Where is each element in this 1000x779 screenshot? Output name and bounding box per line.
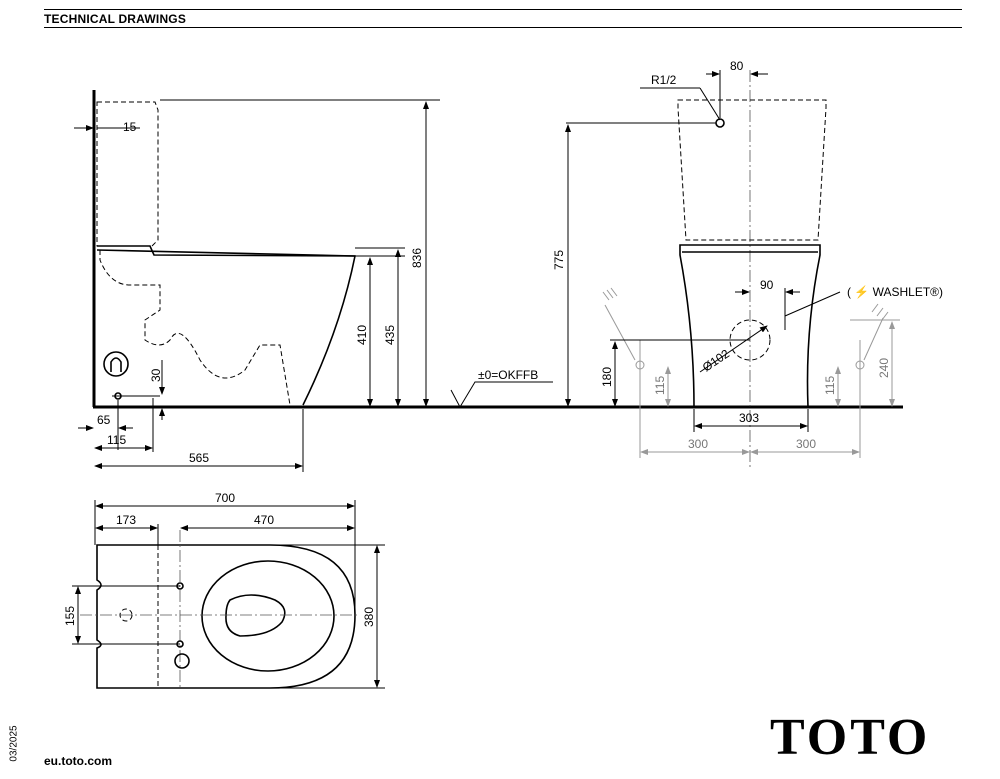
front-view: R1/2 80 775 Ø102 90 ( ⚡ WASHLET®) 180 bbox=[552, 59, 943, 470]
top-connection-hole bbox=[174, 653, 190, 669]
header-rule-bottom bbox=[44, 27, 962, 28]
dim-173: 173 bbox=[116, 513, 136, 527]
date-code: 03/2025 bbox=[8, 725, 20, 762]
dim-470: 470 bbox=[254, 513, 274, 527]
dim-115: 115 bbox=[107, 433, 126, 447]
dim-180: 180 bbox=[600, 367, 614, 387]
side-view: 15 836 410 435 30 65 115 565 ±0=OKFFB bbox=[74, 90, 575, 472]
dim-r12: R1/2 bbox=[651, 73, 677, 87]
dim-435: 435 bbox=[383, 325, 397, 345]
dim-80: 80 bbox=[730, 59, 744, 73]
side-seat-line bbox=[96, 249, 356, 257]
dim-155: 155 bbox=[63, 606, 77, 626]
front-water-inlet bbox=[715, 118, 725, 128]
dim-300-left: 300 bbox=[688, 437, 708, 451]
dim-836: 836 bbox=[410, 248, 424, 268]
dim-15: 15 bbox=[123, 120, 137, 134]
top-water-inlet bbox=[119, 608, 133, 622]
front-cistern-outline bbox=[677, 99, 827, 241]
dim-115-right: 115 bbox=[823, 376, 837, 395]
front-right-water-icon bbox=[871, 303, 889, 321]
dim-d102: Ø102 bbox=[700, 346, 732, 374]
top-outline bbox=[96, 544, 356, 689]
dim-65: 65 bbox=[97, 413, 111, 427]
dim-90: 90 bbox=[760, 278, 774, 292]
dim-565: 565 bbox=[189, 451, 209, 465]
side-trap-outline bbox=[99, 250, 291, 406]
dim-775: 775 bbox=[552, 250, 566, 270]
dim-240: 240 bbox=[877, 358, 891, 378]
brand-logo: TOTO bbox=[770, 709, 931, 766]
water-connection-glyph bbox=[110, 357, 122, 372]
website-link[interactable]: eu.toto.com bbox=[44, 754, 112, 768]
dim-115-left: 115 bbox=[653, 376, 667, 395]
top-bowl-opening bbox=[225, 594, 286, 637]
water-connection-icon bbox=[103, 351, 129, 377]
dim-410: 410 bbox=[355, 325, 369, 345]
page-section-title: TECHNICAL DRAWINGS bbox=[44, 12, 187, 26]
top-view: 700 173 470 155 380 bbox=[63, 491, 385, 690]
side-bowl-outline bbox=[97, 245, 356, 406]
front-left-water-icon bbox=[602, 287, 618, 301]
front-pan-outline bbox=[679, 244, 821, 408]
top-seat-outer bbox=[201, 560, 335, 672]
floor-level-label: ±0=OKFFB bbox=[478, 368, 538, 382]
dim-300-right: 300 bbox=[796, 437, 816, 451]
header-rule-top bbox=[44, 9, 962, 10]
dim-303: 303 bbox=[739, 411, 759, 425]
front-outlet-circle bbox=[729, 319, 771, 361]
floor-level-marker bbox=[450, 381, 553, 409]
dim-700: 700 bbox=[215, 491, 235, 505]
washlet-label: ( ⚡ WASHLET®) bbox=[847, 285, 943, 299]
dim-380: 380 bbox=[362, 607, 376, 627]
dim-30: 30 bbox=[149, 368, 163, 382]
